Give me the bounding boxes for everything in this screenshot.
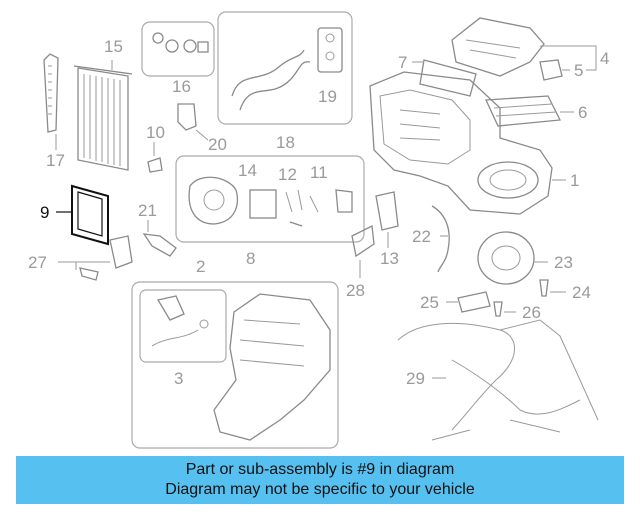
part-number-24: 24 (572, 283, 591, 302)
part-number-26: 26 (522, 303, 541, 322)
part-26 (493, 301, 503, 317)
group-box-2 (131, 281, 339, 449)
heater-core-part-15 (73, 65, 133, 171)
cabin-filter-part-9 (71, 184, 109, 246)
filter-part-6 (485, 95, 562, 127)
part-21 (142, 233, 177, 257)
part-number-4: 4 (600, 49, 609, 68)
sensor-part-10 (147, 157, 163, 173)
group-box-16 (141, 21, 215, 77)
part-number-3: 3 (174, 369, 183, 388)
part-number-16: 16 (172, 77, 191, 96)
clips-part-16 (152, 32, 209, 53)
part-13 (375, 191, 399, 231)
group-box-18 (217, 11, 353, 125)
part-number-6: 6 (578, 103, 587, 122)
part-number-18: 18 (276, 133, 295, 152)
part-number-19: 19 (318, 87, 337, 106)
part-7 (419, 59, 477, 97)
part-number-27: 27 (28, 253, 47, 272)
part-number-21: 21 (138, 201, 157, 220)
parts-diagram: 15 16 17 18 19 20 10 9 21 27 14 12 11 8 … (28, 11, 609, 449)
group-box-3 (139, 289, 227, 363)
part-number-10: 10 (146, 123, 165, 142)
part-3-items (151, 295, 209, 347)
hose-part-22 (431, 205, 450, 273)
info-banner: Part or sub-assembly is #9 in diagram Di… (16, 456, 624, 504)
housing-lower-part-2 (213, 293, 331, 441)
bracket-part-20 (177, 103, 197, 131)
part-number-9: 9 (40, 203, 49, 222)
part-number-1: 1 (570, 171, 579, 190)
part-28 (351, 225, 375, 258)
seal-part-17 (43, 53, 59, 133)
harness-part-29 (397, 319, 599, 441)
part-number-29: 29 (406, 369, 425, 388)
banner-line-disclaimer: Diagram may not be specific to your vehi… (165, 481, 475, 498)
hvac-housing-part-1 (369, 71, 553, 215)
part-number-28: 28 (346, 281, 365, 300)
part-5 (539, 59, 563, 81)
wires-part-12 (285, 189, 319, 227)
part-number-25: 25 (420, 293, 439, 312)
part-number-11: 11 (310, 163, 328, 182)
part-number-15: 15 (104, 37, 123, 56)
screw-part-27 (79, 235, 133, 281)
part-25 (457, 291, 491, 313)
actuator-plate-part-14 (188, 176, 277, 225)
part-number-17: 17 (46, 151, 65, 170)
group-box-8 (175, 155, 365, 243)
part-number-7: 7 (398, 53, 407, 72)
part-number-5: 5 (574, 61, 583, 80)
banner-line-part: Part or sub-assembly is #9 in diagram (185, 461, 455, 478)
part-number-8: 8 (246, 249, 255, 268)
part-number-12: 12 (278, 165, 297, 184)
part-number-22: 22 (412, 227, 431, 246)
part-number-13: 13 (380, 249, 399, 268)
part-number-14: 14 (238, 161, 257, 180)
part-number-20: 20 (208, 135, 227, 154)
housing-part-4 (451, 17, 545, 77)
pipes-part-18 (231, 27, 343, 111)
actuator-part-11 (335, 189, 353, 213)
part-number-23: 23 (554, 253, 573, 272)
part-number-2: 2 (196, 257, 205, 276)
blower-part-23 (477, 231, 535, 285)
screw-part-24 (539, 279, 549, 297)
